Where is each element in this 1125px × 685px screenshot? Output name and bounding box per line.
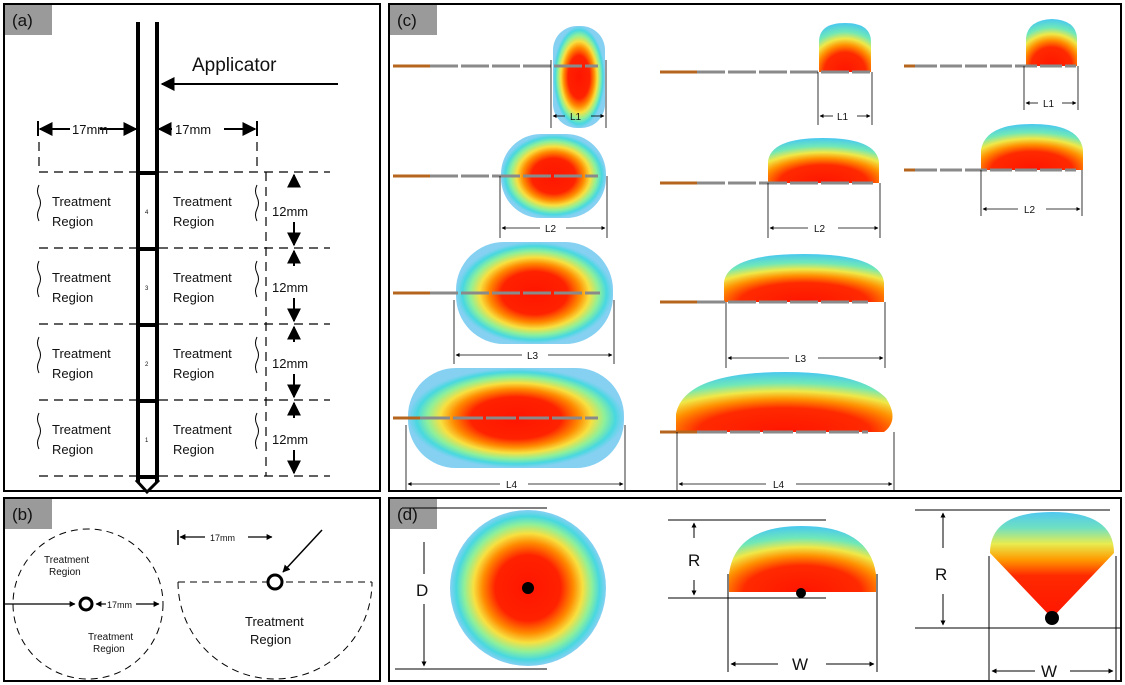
svg-text:12mm: 12mm (272, 280, 308, 295)
svg-text:Treatment: Treatment (44, 555, 89, 566)
panel-a-border (3, 3, 381, 492)
heat-halfcircle (729, 526, 876, 592)
panel-d: D R W R W (395, 507, 1122, 681)
applicator-cross-section-left (78, 596, 94, 612)
svg-text:L3: L3 (795, 354, 807, 365)
svg-text:(b): (b) (12, 505, 33, 524)
svg-text:12mm: 12mm (272, 204, 308, 219)
segment-number-3: 3 (145, 286, 149, 292)
ablation-l3-half: L3 (660, 254, 886, 368)
svg-text:17mm: 17mm (107, 600, 132, 610)
ablation-l2-full: L2 (393, 134, 608, 238)
svg-text:L1: L1 (837, 112, 849, 123)
svg-text:Region: Region (52, 214, 93, 229)
treatment-region-row-3: Treatment Region Treatment Region (52, 270, 232, 305)
panel-b-tag: (b) (5, 499, 52, 529)
panel-b: Treatment Region Treatment Region 17mm 1… (5, 528, 373, 680)
svg-text:L4: L4 (506, 480, 518, 491)
svg-text:12mm: 12mm (272, 432, 308, 447)
svg-text:Region: Region (173, 366, 214, 381)
svg-text:L1: L1 (1043, 99, 1055, 110)
applicator-tip (134, 478, 161, 495)
heat-cone (990, 512, 1114, 618)
panel-a-tag: (a) (5, 5, 52, 35)
ablation-l4-full: L4 (393, 368, 626, 491)
svg-text:(c): (c) (397, 11, 417, 30)
width-label-half: W (792, 655, 808, 674)
treatment-region-row-1: Treatment Region Treatment Region (52, 422, 232, 457)
panel-c-tag: (c) (390, 5, 437, 35)
panel-c: L1 L1 L1 (393, 19, 1083, 492)
applicator-label: Applicator (192, 55, 277, 76)
svg-text:Treatment: Treatment (52, 422, 111, 437)
svg-text:Treatment: Treatment (173, 270, 232, 285)
ablation-l1-half: L1 (660, 23, 873, 125)
svg-text:Region: Region (52, 442, 93, 457)
svg-text:Region: Region (52, 366, 93, 381)
ablation-l1-full: L1 (393, 26, 607, 128)
spacing-indicator-3: 12mm (272, 249, 308, 323)
ablation-l4-half: L4 (660, 372, 895, 492)
panel-d-border (388, 497, 1122, 682)
svg-text:Treatment: Treatment (173, 194, 232, 209)
svg-text:L4: L4 (773, 480, 785, 491)
full-treatment-circle (12, 528, 164, 680)
diameter-label: D (416, 581, 428, 600)
ablation-l2-cone: L2 (904, 124, 1083, 216)
svg-text:(a): (a) (12, 11, 33, 30)
segment-number-4: 4 (145, 210, 149, 216)
svg-text:Treatment: Treatment (52, 270, 111, 285)
treatment-region-row-2: Treatment Region Treatment Region (52, 346, 232, 381)
panel-a: 4 3 2 1 Applicator 17mm 17mm (37, 22, 338, 495)
svg-text:Region: Region (173, 214, 214, 229)
width-label-cone: W (1041, 662, 1057, 681)
svg-text:Region: Region (93, 644, 125, 655)
ablation-l3-full: L3 (393, 242, 615, 364)
radius-label-half: R (688, 551, 700, 570)
svg-text:Region: Region (173, 290, 214, 305)
svg-text:Region: Region (49, 567, 81, 578)
svg-text:(d): (d) (397, 505, 418, 524)
svg-text:Region: Region (52, 290, 93, 305)
segment-number-2: 2 (145, 362, 149, 368)
svg-text:L1: L1 (570, 112, 582, 123)
svg-text:Treatment: Treatment (245, 614, 304, 629)
svg-text:Treatment: Treatment (52, 346, 111, 361)
radius-label-cone: R (935, 565, 947, 584)
svg-text:L3: L3 (527, 351, 539, 362)
svg-text:17mm: 17mm (210, 533, 235, 543)
spacing-indicator-1: 12mm (272, 401, 308, 475)
segment-number-1: 1 (145, 438, 149, 444)
width-left-label: 17mm (72, 122, 108, 137)
svg-text:Region: Region (173, 442, 214, 457)
svg-text:Treatment: Treatment (88, 632, 133, 643)
svg-text:Treatment: Treatment (52, 194, 111, 209)
svg-text:L2: L2 (814, 224, 826, 235)
panel-d-tag: (d) (390, 499, 437, 529)
applicator-cross-section-right (266, 573, 284, 591)
panel-b-border (3, 497, 381, 682)
svg-text:Region: Region (250, 632, 291, 647)
svg-text:12mm: 12mm (272, 356, 308, 371)
ablation-l2-half: L2 (660, 138, 881, 238)
svg-text:Treatment: Treatment (173, 422, 232, 437)
svg-text:L2: L2 (545, 224, 557, 235)
ablation-l1-cone: L1 (904, 19, 1079, 110)
panel-c-border (388, 3, 1122, 492)
width-right-label: 17mm (175, 122, 211, 137)
spacing-indicator-4: 12mm (272, 173, 308, 247)
treatment-region-row-4: Treatment Region Treatment Region (52, 194, 232, 229)
half-treatment-arc (177, 581, 373, 680)
spacing-indicator-2: 12mm (272, 325, 308, 399)
svg-text:Treatment: Treatment (173, 346, 232, 361)
svg-text:L2: L2 (1024, 205, 1036, 216)
